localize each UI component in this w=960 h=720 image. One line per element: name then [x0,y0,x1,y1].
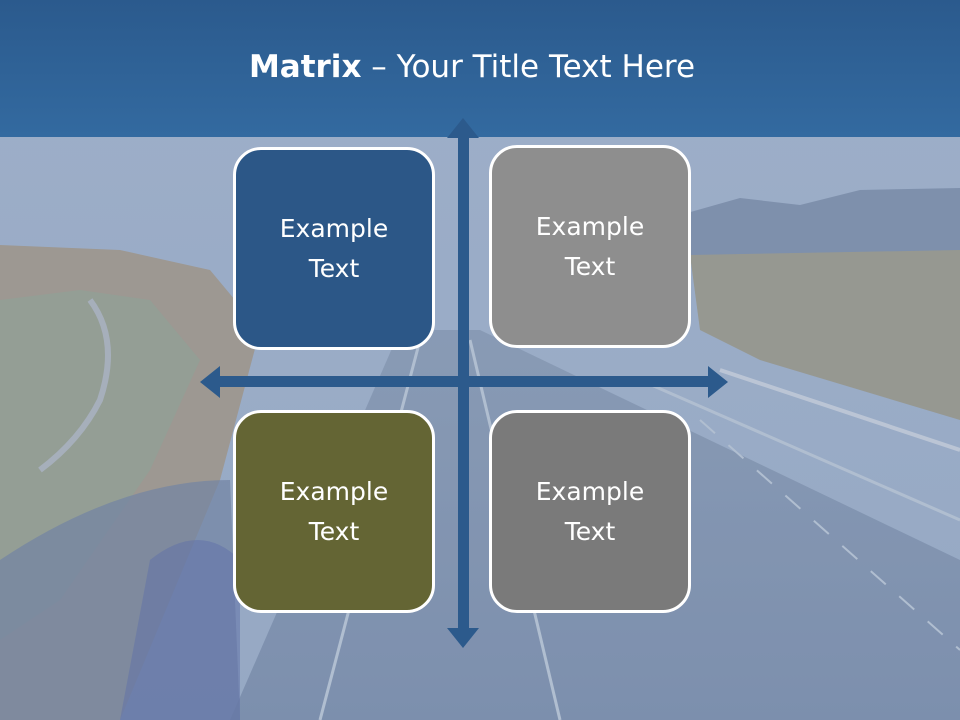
quadrant-text: Example Text [535,476,645,546]
quadrant-text: Example Text [535,211,645,281]
quadrant-text: Example Text [279,476,389,546]
quadrant-text: Example Text [279,213,389,283]
title-rest: – Your Title Text Here [361,49,696,85]
arrow-head-left [200,366,220,398]
quadrant-top-right[interactable]: Example Text [489,145,691,348]
quadrant-top-left[interactable]: Example Text [233,147,435,350]
quadrant-bottom-left[interactable]: Example Text [233,410,435,613]
horizontal-arrow-shaft [216,376,712,387]
arrow-head-right [708,366,728,398]
arrow-head-down [447,628,479,648]
arrow-head-up [447,118,479,138]
title-bold: Matrix [248,49,362,85]
quadrant-bottom-right[interactable]: Example Text [489,410,691,613]
slide-title: Matrix – Your Title Text Here [0,49,944,85]
title-band [0,0,960,137]
